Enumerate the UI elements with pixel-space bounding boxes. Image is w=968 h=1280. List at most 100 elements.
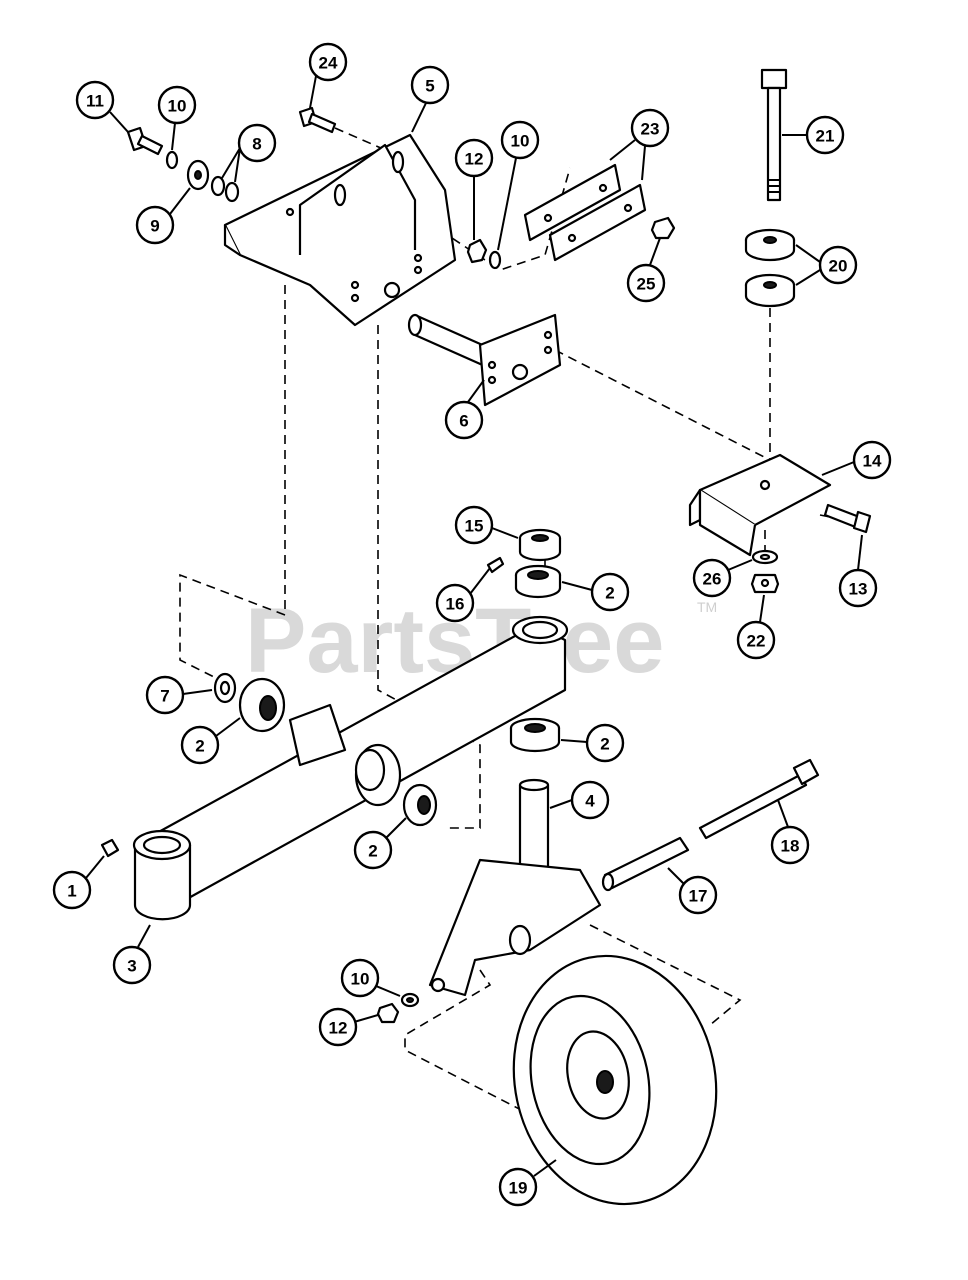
bolt-part-13 — [823, 503, 872, 534]
callout-c22: 22 — [736, 594, 776, 660]
callout-c10b: 10 — [497, 120, 540, 251]
setscrew-part-16 — [486, 556, 505, 574]
callout-bubble — [180, 725, 220, 765]
callout-bubble — [805, 115, 845, 155]
callout-c21: 21 — [782, 115, 845, 155]
callout-leader-arrow — [649, 237, 661, 266]
callout-number: 23 — [641, 120, 660, 139]
callout-c2b: 2 — [180, 717, 241, 765]
callout-bubble — [410, 65, 450, 105]
callout-bubble — [157, 85, 197, 125]
callout-leader-arrow — [109, 111, 129, 133]
washer-part-10-mid — [488, 250, 502, 270]
callout-leader-arrow — [491, 527, 519, 539]
callout-c8: 8 — [221, 123, 277, 183]
callout-number: 24 — [319, 54, 338, 73]
callout-bubble — [678, 875, 718, 915]
rubber-isolators-part-20 — [744, 228, 796, 308]
bushing-part-2-top — [514, 564, 562, 599]
nut-part-25 — [650, 216, 676, 240]
callout-leader-arrow — [497, 157, 517, 251]
callout-c18: 18 — [770, 799, 810, 865]
callout-number: 10 — [168, 97, 187, 116]
spacer-part-9 — [186, 159, 210, 191]
callout-c6: 6 — [444, 379, 485, 440]
callout-number: 15 — [465, 517, 484, 536]
callout-c14: 14 — [821, 440, 892, 480]
callout-c7: 7 — [145, 675, 213, 715]
callout-number: 25 — [637, 275, 656, 294]
callout-leader-arrow — [727, 559, 753, 571]
caster-arm-part-3 — [132, 615, 569, 921]
callout-leader-arrow — [385, 817, 407, 839]
callout-number: 8 — [252, 135, 261, 154]
grease-fitting-part-1 — [100, 838, 120, 858]
callout-number: 1 — [67, 882, 76, 901]
washer-part-7 — [213, 672, 237, 704]
callout-bubble — [454, 138, 494, 178]
callout-c24: 24 — [308, 42, 348, 109]
callout-leader-arrow — [777, 799, 789, 828]
callout-number: 21 — [816, 127, 835, 146]
callout-bubble — [112, 945, 152, 985]
callout-c23: 23 — [609, 108, 670, 181]
callout-bubble — [692, 558, 732, 598]
callout-bubble — [585, 723, 625, 763]
callout-number: 3 — [127, 957, 136, 976]
callout-c1: 1 — [52, 855, 105, 910]
callout-c4: 4 — [549, 780, 610, 820]
angle-bracket-part-14 — [688, 453, 832, 557]
callout-number: 19 — [509, 1179, 528, 1198]
callout-bubble — [237, 123, 277, 163]
callout-leader-arrow — [795, 244, 821, 286]
callout-bubble — [52, 870, 92, 910]
callout-leader-arrow — [533, 1159, 557, 1177]
callout-number: 18 — [781, 837, 800, 856]
callout-number: 22 — [747, 632, 766, 651]
callout-bubble — [353, 830, 393, 870]
bolt-part-11 — [126, 126, 164, 156]
callout-leader-arrow — [560, 739, 588, 743]
callout-bubble — [630, 108, 670, 148]
callout-number: 5 — [425, 77, 434, 96]
washer-part-10-lower — [400, 992, 420, 1008]
callout-bubble — [626, 263, 666, 303]
bushing-part-2-right — [509, 717, 561, 753]
callout-c2d: 2 — [353, 817, 407, 870]
callout-bubble — [454, 505, 494, 545]
callout-leader-arrow — [215, 717, 241, 737]
callout-bubble — [770, 825, 810, 865]
callout-bubble — [838, 568, 878, 608]
bushing-part-2-lower — [402, 783, 438, 827]
callout-c9: 9 — [135, 187, 191, 245]
long-bolt-part-18 — [698, 758, 820, 840]
washer-part-26 — [751, 549, 779, 565]
callout-number: 12 — [465, 150, 484, 169]
callout-bubble — [590, 572, 630, 612]
callout-number: 12 — [329, 1019, 348, 1038]
spacer-plates-part-23 — [523, 163, 647, 262]
caster-fork-part-4 — [428, 778, 602, 997]
callout-leader-arrow — [309, 75, 317, 109]
callout-leader-arrow — [169, 187, 191, 215]
callout-c15: 15 — [454, 505, 519, 545]
nut-part-12-top — [466, 238, 488, 264]
callout-leader-arrow — [467, 379, 485, 403]
washer-part-10-top — [165, 150, 179, 170]
callout-number: 11 — [86, 92, 104, 111]
callout-leader-arrow — [137, 924, 151, 948]
callout-number: 2 — [600, 735, 609, 754]
callout-leader-arrow — [561, 581, 593, 591]
callout-leader-arrow — [857, 534, 863, 571]
callout-number: 20 — [829, 257, 848, 276]
callout-leader-arrow — [182, 689, 213, 695]
callout-number: 2 — [195, 737, 204, 756]
callout-bubble — [75, 80, 115, 120]
callout-number: 13 — [849, 580, 868, 599]
wheel-part-19 — [512, 954, 718, 1206]
callout-c25: 25 — [626, 237, 666, 303]
callout-bubble — [444, 400, 484, 440]
